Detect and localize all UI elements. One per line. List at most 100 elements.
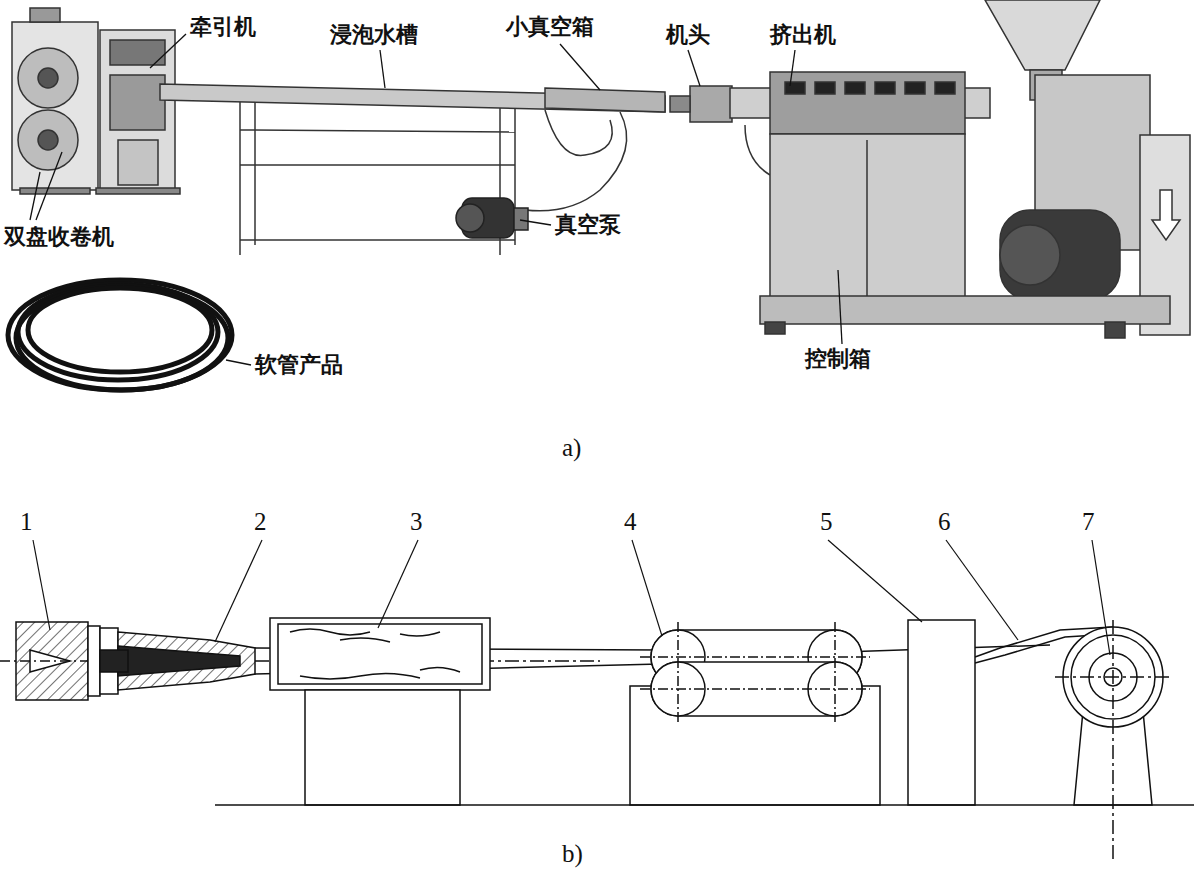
cooling-water-tank [160,84,665,255]
extruder-machine [985,0,1100,70]
vacuum-pump [514,208,528,230]
vacuum-pump [456,198,528,238]
callout-number: 5 [820,508,833,537]
winder-machine [18,48,78,108]
control-cabinet [770,134,965,304]
leader-lines [790,50,795,86]
ground-line [215,804,1194,806]
die-head-schematic [100,628,255,694]
machine-label: 浸泡水槽 [330,22,418,47]
die-head [690,86,732,122]
control-cabinet [760,296,1170,324]
haul-off-schematic [677,622,679,725]
cooling-tank-schematic [270,618,490,690]
extruder-machine [1152,190,1180,240]
control-cabinet [760,72,1170,338]
die-head-schematic [118,646,240,676]
leader-lines [226,360,251,365]
extruder-machine [730,0,1190,335]
control-cabinet [815,82,835,94]
leader-lines [560,44,600,90]
leader-lines [36,152,62,220]
cooling-water-tank [240,164,515,166]
haul-off-machine [96,30,180,194]
callout-leaders [1092,540,1110,655]
leader-lines [150,34,186,68]
die-head [745,125,770,175]
cutter-schematic [908,620,975,805]
cooling-water-tank [239,102,241,255]
winder-machine [18,110,78,170]
subfigure-label: b) [562,840,583,869]
take-up-reel-schematic [1055,620,1170,860]
winder-machine [20,188,90,194]
leader-lines [838,270,842,344]
vacuum-pump [456,204,484,232]
cooling-water-tank [240,130,515,132]
control-cabinet [1105,322,1125,338]
control-cabinet [770,72,965,134]
control-cabinet [785,82,805,94]
control-cabinet [765,322,785,334]
cooling-water-tank [525,112,627,211]
control-cabinet [905,82,925,94]
control-cabinet [866,140,868,300]
cooling-water-tank [240,239,515,241]
machine-label: 挤出机 [770,22,836,47]
die-head-schematic [118,632,255,690]
haul-off-schematic [640,688,870,690]
control-cabinet [845,82,865,94]
winder-machine [12,8,98,194]
haul-off-machine [96,188,180,194]
winder-machine [30,8,60,22]
machine-label: 控制箱 [805,346,871,371]
cooling-water-tank [160,84,665,112]
extruder-barrel [0,660,88,662]
leader-lines [380,50,385,88]
cooling-water-tank [545,88,665,112]
take-up-reel-schematic [1055,676,1170,678]
hose-coil [16,286,228,390]
haul-off-schematic [640,622,870,725]
ground-line [215,804,1194,806]
haul-off-schematic [640,656,870,658]
machine-label: 牵引机 [190,14,256,39]
callout-number: 3 [410,508,423,537]
take-up-reel-schematic [1112,620,1114,860]
callout-number: 6 [938,508,951,537]
callout-leaders [946,540,1018,640]
hose-coil [8,280,232,390]
cooling-tank-schematic [278,624,482,684]
callout-number: 1 [20,508,33,537]
callout-leaders [33,540,1110,655]
cooling-water-tank [254,102,256,245]
callout-leaders [215,540,262,642]
hose-coil [28,288,212,372]
cooling-tank-schematic [290,629,460,679]
machine-label: 小真空箱 [506,14,594,39]
extruder-barrel [88,626,100,696]
leader-lines [30,34,842,365]
callout-number: 2 [254,508,267,537]
callout-leaders [378,540,418,628]
callout-leaders [33,540,50,630]
winder-machine [12,22,98,190]
cooling-tank-schematic [305,690,460,805]
extruder-machine [1000,225,1060,285]
hose-coil [8,280,232,390]
haul-off-machine [110,75,165,130]
leader-lines [688,50,700,86]
callout-leaders [828,540,922,622]
control-cabinet [935,82,955,94]
control-cabinet [875,82,895,94]
callout-number: 4 [624,508,637,537]
machine-label: 软管产品 [255,352,343,377]
die-head [670,96,690,112]
cooling-water-tank [240,102,627,255]
leader-lines [520,220,551,225]
callout-leaders [632,540,662,636]
callout-number: 7 [1082,508,1095,537]
haul-off-schematic [630,622,880,805]
subfigure-label: a) [562,434,581,463]
